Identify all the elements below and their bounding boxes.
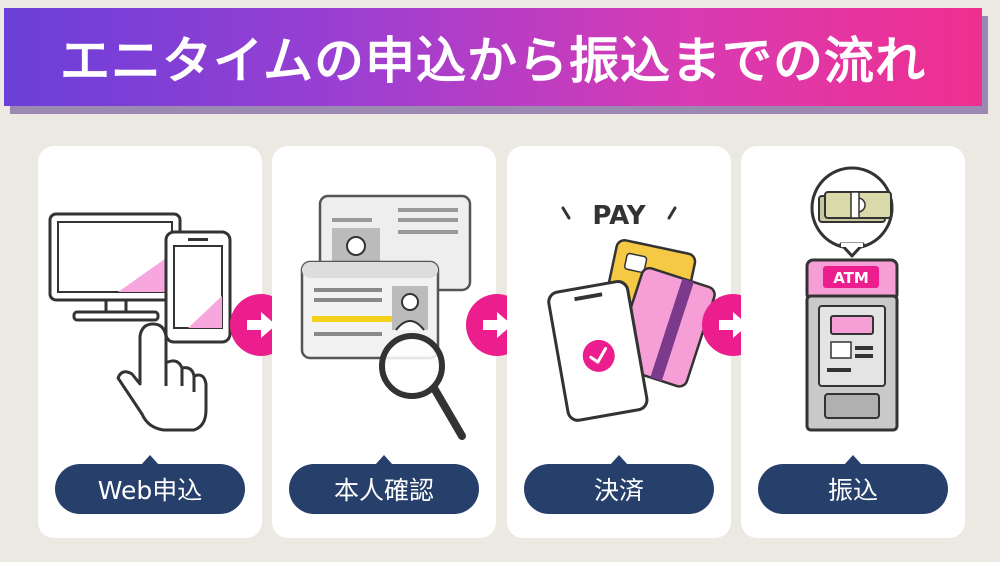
computer-phone-pointer-icon — [48, 212, 232, 432]
atm-cash-icon: ATM — [805, 166, 899, 432]
step-label: 振込 — [758, 455, 948, 514]
step-label: Web申込 — [55, 455, 245, 514]
atm-sign-text: ATM — [833, 269, 869, 287]
header-banner: エニタイムの申込から振込までの流れ — [4, 8, 982, 106]
step-card-web-application: Web申込 — [38, 146, 262, 538]
phone-payment-cards-icon: PAY — [547, 201, 716, 422]
pay-text: PAY — [592, 201, 646, 231]
step-card-transfer: ATM 振込 — [741, 146, 965, 538]
page-title: エニタイムの申込から振込までの流れ — [60, 32, 926, 90]
step-label: 決済 — [524, 455, 714, 514]
id-card-magnifier-icon — [300, 194, 472, 440]
step-label: 本人確認 — [289, 455, 479, 514]
step-card-identity-verification: 本人確認 — [272, 146, 496, 538]
step-card-payment: PAY 決済 — [507, 146, 731, 538]
